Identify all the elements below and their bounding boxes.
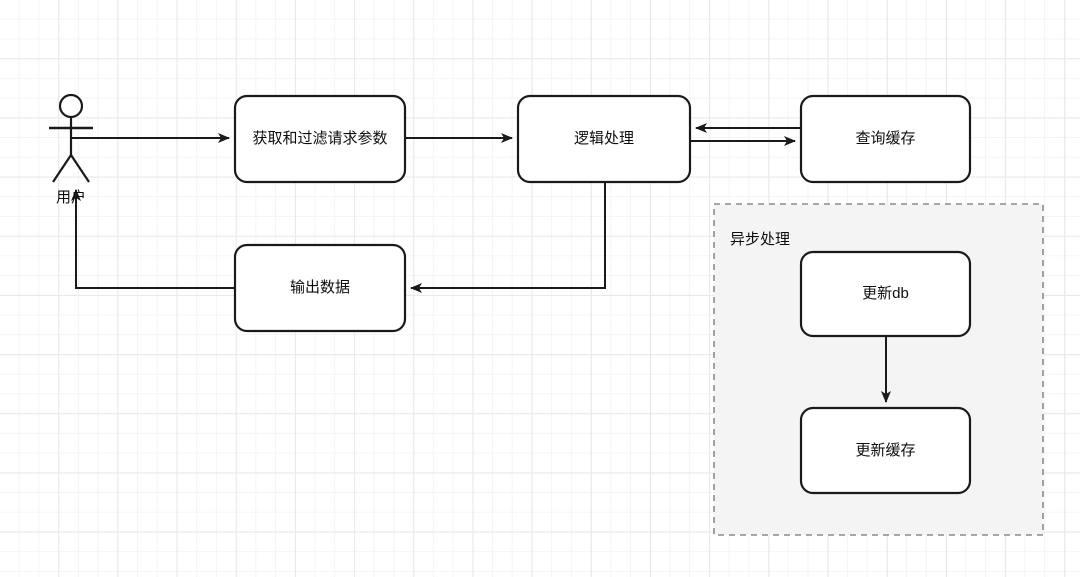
edge-output-to-user[interactable] — [71, 189, 235, 289]
node-query-cache[interactable] — [799, 94, 972, 184]
node-logic-process[interactable] — [516, 94, 692, 184]
group-title-async-process: 异步处理 — [730, 231, 791, 248]
node-update-cache[interactable] — [799, 406, 972, 495]
node-fetch-filter-params[interactable] — [233, 94, 407, 184]
actor-label-user: 用户 — [56, 189, 87, 206]
edge-logic-to-output[interactable] — [410, 182, 606, 293]
stick-figure-actor-icon[interactable] — [49, 93, 93, 183]
node-output-data[interactable] — [233, 243, 407, 333]
node-update-db[interactable] — [799, 250, 972, 338]
